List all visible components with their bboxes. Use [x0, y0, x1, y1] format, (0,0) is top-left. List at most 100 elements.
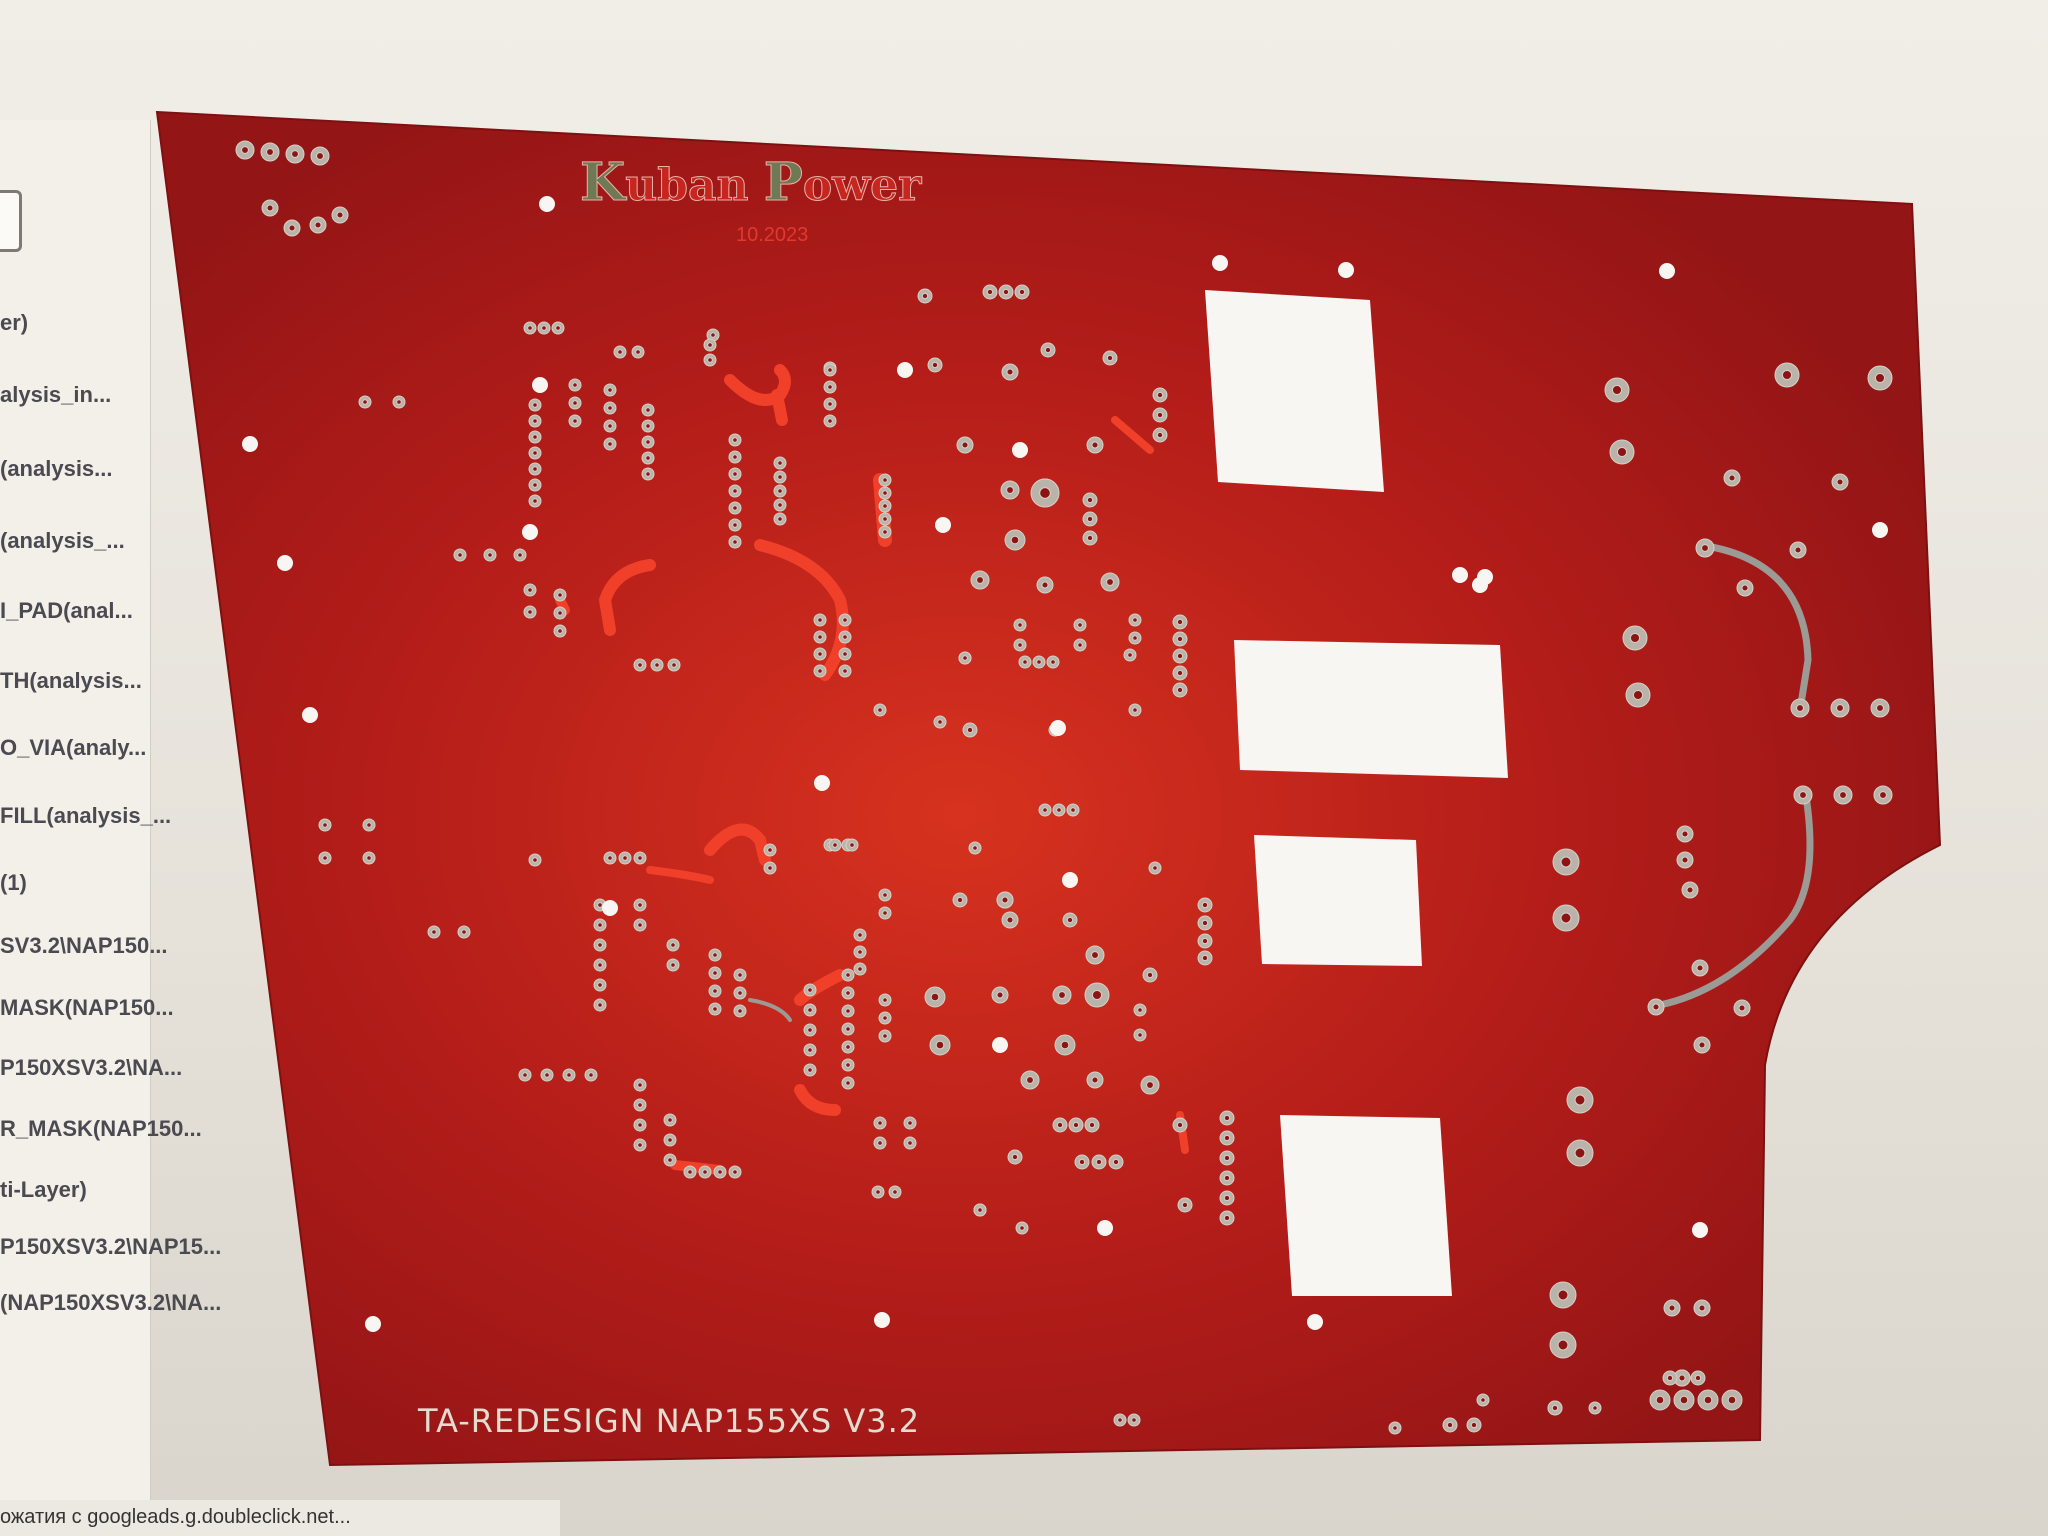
layer-item[interactable]: er) — [0, 310, 29, 335]
pad-drill — [566, 1072, 572, 1078]
trace — [1111, 416, 1154, 454]
pad-drill — [710, 332, 716, 338]
board-cutouts — [1205, 290, 1508, 1296]
layer-item[interactable]: O_VIA(analy... — [0, 735, 147, 760]
pad-drill — [1131, 1417, 1137, 1423]
logo-uban: uban — [625, 160, 748, 211]
layer-item[interactable]: (analysis... — [0, 456, 113, 481]
pad-drill — [1560, 856, 1572, 868]
layer-item[interactable]: MASK(NAP150... — [0, 995, 174, 1020]
pad-drill — [366, 822, 372, 828]
pad-drill — [396, 399, 402, 405]
pad-drill — [541, 325, 547, 331]
pad-drill — [877, 1140, 883, 1146]
pad-drill — [1686, 886, 1694, 894]
pad-drill — [1095, 1158, 1103, 1166]
pad-drill — [645, 455, 651, 461]
pcb-board — [155, 110, 1942, 1467]
pad-drill — [1696, 964, 1704, 972]
pad-drill — [670, 962, 676, 968]
pad-drill — [1652, 1003, 1660, 1011]
layer-item[interactable]: P150XSV3.2\NAP15... — [0, 1234, 222, 1259]
pad-drill — [1011, 1153, 1019, 1161]
pad-drill — [1060, 1040, 1070, 1050]
pad-drill — [1470, 1421, 1478, 1429]
layer-item[interactable]: (NAP150XSV3.2\NA... — [0, 1290, 222, 1315]
layer-item[interactable]: (analysis_... — [0, 528, 125, 553]
pad-drill — [1655, 1395, 1665, 1405]
pad-drill — [737, 1008, 743, 1014]
pad-drill — [1077, 622, 1083, 628]
pad-drill — [532, 402, 538, 408]
pad-drill — [1679, 1395, 1689, 1405]
pad-drill — [966, 726, 974, 734]
pad-drill — [732, 1169, 738, 1175]
pad-drill — [935, 1040, 945, 1050]
pad-drill — [1681, 830, 1689, 838]
mounting-hole — [1692, 1222, 1708, 1238]
pad-drill — [976, 576, 984, 584]
pad-drill — [555, 325, 561, 331]
pad-drill — [1001, 896, 1009, 904]
layer-item[interactable]: I_PAD(anal... — [0, 598, 133, 623]
pad-drill — [1223, 1174, 1231, 1182]
pad-drill — [930, 992, 940, 1002]
mounting-hole — [897, 362, 913, 378]
pad-drill — [1839, 791, 1847, 799]
trace — [670, 1160, 725, 1175]
pad-drill — [1044, 346, 1052, 354]
mounting-hole — [302, 707, 318, 723]
pad-drill — [572, 418, 578, 424]
layer-item[interactable]: P150XSV3.2\NA... — [0, 1055, 183, 1080]
pad-drill — [1796, 704, 1804, 712]
pad-drill — [1551, 1404, 1559, 1412]
pad-drill — [1574, 1094, 1586, 1106]
pad-drill — [1137, 1007, 1143, 1013]
pad-drill — [807, 1027, 813, 1033]
pad-drill — [597, 902, 603, 908]
logo-space — [748, 160, 763, 211]
pad-drill — [707, 342, 713, 348]
pad-drill — [266, 148, 274, 156]
pad-drill — [1176, 635, 1184, 643]
pad-drill — [687, 1169, 693, 1175]
pad-drill — [1176, 652, 1184, 660]
pad-drill — [1223, 1214, 1231, 1222]
layer-item[interactable]: TH(analysis... — [0, 668, 142, 693]
pad-drill — [882, 490, 888, 496]
pad-drill — [1223, 1154, 1231, 1162]
pad-drill — [882, 503, 888, 509]
pad-drill — [717, 1169, 723, 1175]
logo-k: K — [580, 152, 627, 213]
pad-drill — [607, 441, 613, 447]
pad-drill — [1678, 1374, 1686, 1382]
layer-item[interactable]: ti-Layer) — [0, 1177, 87, 1202]
pad-drill — [1112, 1158, 1120, 1166]
pad-drill — [362, 399, 368, 405]
pad-drill — [737, 972, 743, 978]
layer-item[interactable]: SV3.2\NAP150... — [0, 933, 168, 958]
layer-item[interactable]: alysis_in... — [0, 382, 112, 407]
pad-drill — [1152, 865, 1158, 871]
pad-drill — [1127, 652, 1133, 658]
pad-drill — [588, 1072, 594, 1078]
pad-drill — [1632, 689, 1644, 701]
mounting-hole — [1062, 872, 1078, 888]
logo-p: P — [764, 152, 803, 213]
pad-drill — [907, 1120, 913, 1126]
pad-drill — [732, 437, 738, 443]
pad-drill — [817, 651, 823, 657]
pad-drill — [1018, 288, 1026, 296]
pad-drill — [1879, 791, 1887, 799]
board-title: TA-REDESIGN NAP155XS V3.2 — [417, 1402, 920, 1440]
pad-drill — [986, 288, 994, 296]
pad-drill — [1836, 704, 1844, 712]
panel-collapse-box[interactable] — [0, 190, 22, 252]
layer-item[interactable]: FILL(analysis_... — [0, 803, 172, 828]
layer-item[interactable]: R_MASK(NAP150... — [0, 1116, 202, 1141]
pad-drill — [461, 929, 467, 935]
pad-drill — [1629, 632, 1641, 644]
layer-item[interactable]: (1) — [0, 870, 27, 895]
pad-drill — [1574, 1147, 1586, 1159]
